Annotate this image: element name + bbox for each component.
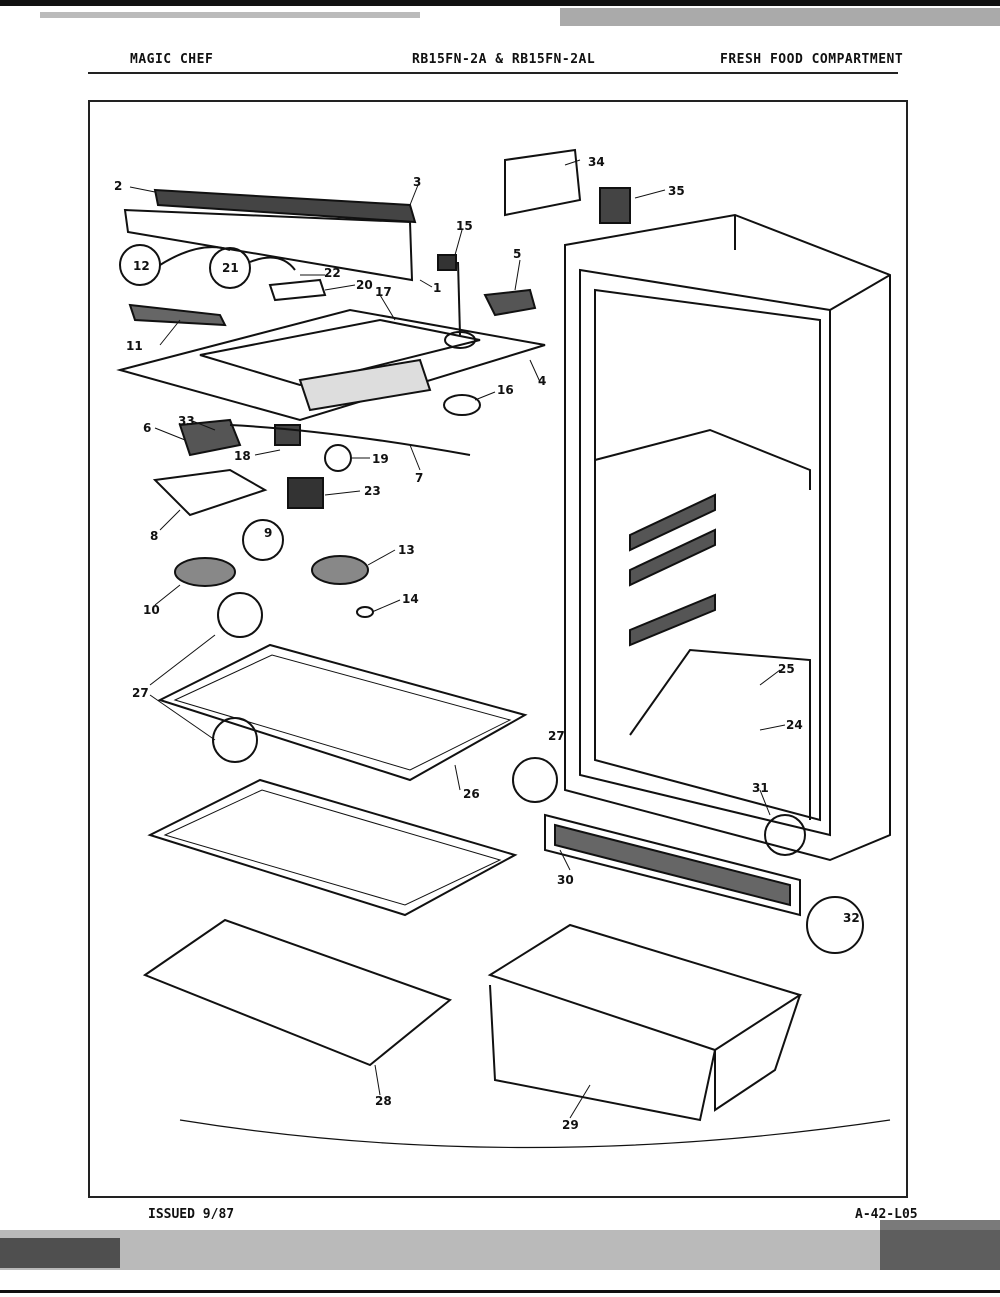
issued-date: ISSUED 9/87: [148, 1207, 235, 1222]
callout-circle-32: [806, 896, 864, 954]
callout-21: 21: [222, 261, 239, 275]
part-20: [268, 278, 327, 302]
callout-9: 9: [264, 526, 272, 540]
callout-13: 13: [398, 543, 415, 557]
callout-1: 1: [433, 281, 441, 295]
callout-27-right: 27: [548, 729, 565, 743]
scan-noise-bottom: [0, 1220, 1000, 1293]
callout-17: 17: [375, 285, 392, 299]
callout-32: 32: [843, 911, 860, 925]
callout-circle-21: [209, 247, 251, 289]
header-rule: [88, 72, 898, 74]
callout-4: 4: [538, 374, 546, 388]
callout-28: 28: [375, 1094, 392, 1108]
callout-24: 24: [786, 718, 803, 732]
callout-labels: 2 3 15 5 34 35 12 21 22 20 17 1 11 4 16 …: [114, 155, 860, 1132]
callout-6: 6: [143, 421, 151, 435]
cabinet: [564, 213, 891, 862]
callout-11: 11: [126, 339, 143, 353]
callout-20: 20: [356, 278, 373, 292]
crisper-29: [487, 923, 803, 1052]
shelf-lower: [147, 778, 518, 917]
callout-circle-27b: [212, 717, 258, 763]
plate-34: [504, 148, 582, 217]
part-5: [483, 288, 537, 317]
callout-circle-27c: [512, 757, 558, 803]
callout-23: 23: [364, 484, 381, 498]
brand-label: MAGIC CHEF: [130, 52, 214, 67]
clip-35: [599, 187, 631, 224]
section-label: FRESH FOOD COMPARTMENT: [720, 52, 904, 67]
callout-19: 19: [372, 452, 389, 466]
callout-26: 26: [463, 787, 480, 801]
callout-7: 7: [415, 471, 423, 485]
callout-14: 14: [402, 592, 419, 606]
part-14: [356, 606, 374, 618]
scan-noise-top: [0, 0, 1000, 26]
top-trim: [153, 188, 417, 224]
callout-15: 15: [456, 219, 473, 233]
callout-35: 35: [668, 184, 685, 198]
callout-8: 8: [150, 529, 158, 543]
callout-31: 31: [752, 781, 769, 795]
callout-5: 5: [513, 247, 521, 261]
part-10: [174, 557, 236, 587]
knob-16: [443, 394, 481, 416]
callout-2: 2: [114, 179, 122, 193]
page-code: A-42-L05: [855, 1207, 918, 1222]
callout-circle-31: [764, 814, 806, 856]
callout-circle-9: [242, 519, 284, 561]
callout-3: 3: [413, 175, 421, 189]
liner-bracket: [123, 208, 414, 282]
grille-30: [544, 813, 801, 917]
switch-23: [287, 477, 324, 509]
control-housing: [116, 308, 546, 422]
part-13: [311, 555, 369, 585]
part-11: [128, 303, 227, 327]
callout-16: 16: [497, 383, 514, 397]
model-label: RB15FN-2A & RB15FN-2AL: [412, 52, 596, 67]
callout-27-left: 27: [132, 686, 149, 700]
glass-28: [142, 918, 453, 1067]
callout-12: 12: [133, 259, 150, 273]
callout-34: 34: [588, 155, 605, 169]
diagram-frame: [88, 100, 908, 1198]
callout-25: 25: [778, 662, 795, 676]
callout-22: 22: [324, 266, 341, 280]
callout-circle-27a: [217, 592, 263, 638]
callout-33: 33: [178, 414, 195, 428]
shelf-upper: [157, 643, 528, 782]
callout-29: 29: [562, 1118, 579, 1132]
callout-30: 30: [557, 873, 574, 887]
callout-10: 10: [143, 603, 160, 617]
bracket-8: [152, 468, 268, 517]
thermostat-6: [178, 418, 242, 457]
callout-18: 18: [234, 449, 251, 463]
bulb-19: [324, 444, 352, 472]
